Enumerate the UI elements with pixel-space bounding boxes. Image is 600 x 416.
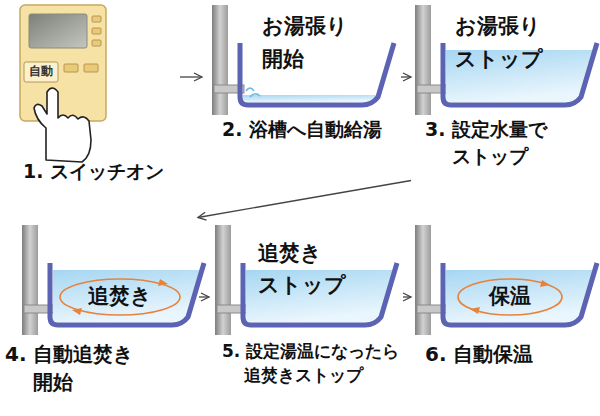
flow-arrow: [180, 76, 202, 77]
step-panel: 自動 1. スイッチオン: [5, 0, 177, 200]
status-text: お湯張り 開始: [262, 10, 362, 75]
bathtub: [415, 5, 597, 115]
step-caption: 4. 自動追焚き 開始: [5, 340, 157, 396]
step-caption: 6. 自動保温: [425, 340, 533, 368]
bathtub: [22, 225, 204, 335]
status-text: 追焚き ストップ: [258, 238, 358, 301]
step-caption: 5. 設定湯温になったら 追焚きストップ: [222, 340, 404, 388]
step-caption: 3. 設定水量で ストップ: [425, 116, 597, 169]
flow-arrow: [199, 296, 209, 297]
bathtub: [415, 225, 597, 335]
hand: [34, 88, 91, 162]
step-caption: 2. 浴槽へ自動給湯: [222, 116, 382, 143]
flow-arrow: [198, 181, 411, 218]
step-panel: お湯張り 開始 2. 浴槽へ自動給湯: [205, 0, 398, 160]
control-panel: [20, 5, 106, 121]
status-text: 保温: [489, 282, 531, 311]
button-label: 自動: [29, 64, 53, 80]
step-panel: お湯張り ストップ 3. 設定水量で ストップ: [414, 0, 600, 200]
flow-arrow: [403, 296, 411, 297]
status-text: お湯張り ストップ: [455, 10, 555, 75]
status-text: 追焚き: [88, 282, 152, 311]
flow-arrow: [401, 76, 411, 77]
step-panel: 追焚き 4. 自動追焚き 開始: [0, 218, 196, 416]
step-caption: 1. スイッチオン: [23, 158, 164, 185]
step-panel: 保温 6. 自動保温: [414, 218, 600, 416]
bathtub: [212, 5, 394, 115]
step-panel: 追焚き ストップ5. 設定湯温になったら 追焚きストップ: [212, 218, 400, 416]
bathtub: [215, 225, 397, 335]
